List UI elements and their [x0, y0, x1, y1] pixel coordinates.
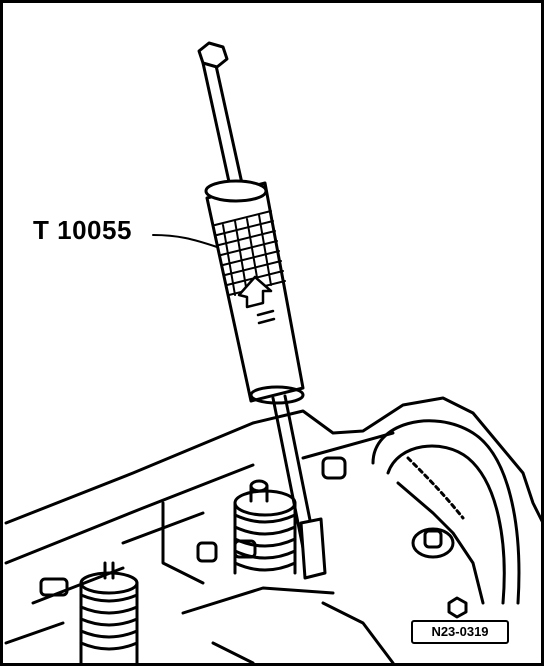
label-leader-line — [152, 234, 218, 248]
bolt-heads — [39, 456, 468, 619]
cylinder-head — [4, 396, 544, 665]
valve-spring-middle — [233, 479, 297, 575]
puller-rod — [197, 41, 327, 580]
tool-number-label: T 10055 — [33, 215, 132, 245]
figure-reference: N23-0319 — [411, 620, 509, 644]
valve-spring-left — [79, 561, 139, 665]
technical-illustration — [4, 41, 544, 665]
camshaft-sprocket — [371, 419, 521, 605]
tool-sleeve — [204, 179, 305, 405]
